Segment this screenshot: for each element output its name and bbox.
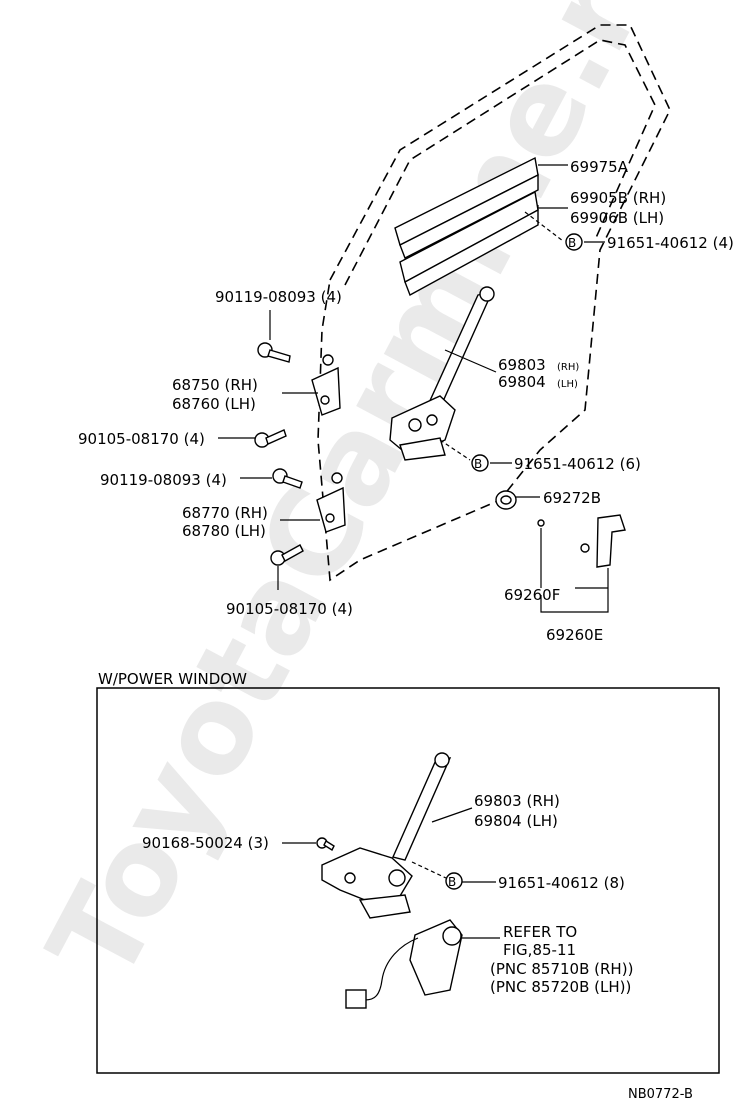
label-91651-top: 91651-40612 (4) [607, 234, 734, 252]
power-window-motor [345, 919, 463, 1009]
marker-b-mid: B [471, 454, 489, 472]
label-68760: 68760 (LH) [172, 395, 256, 413]
pw-label-69803: 69803 (RH) [474, 792, 560, 810]
svg-text:B: B [568, 236, 576, 250]
label-69905b: 69905B (RH) [570, 189, 666, 207]
label-69906b: 69906B (LH) [570, 209, 664, 227]
label-69803-rh: (RH) [557, 362, 579, 373]
leader-lines [218, 164, 609, 613]
power-window-marker-b: B [445, 872, 463, 890]
pw-refer-line1: REFER TO [503, 923, 577, 941]
svg-text:B: B [474, 457, 482, 471]
power-window-leaders [282, 807, 500, 939]
bolt-bottom [270, 544, 304, 566]
label-68770: 68770 (RH) [182, 504, 268, 522]
lower-hinge [316, 472, 346, 533]
label-90119-top: 90119-08093 (4) [215, 288, 342, 306]
bolt-mid [254, 429, 287, 448]
label-68750: 68750 (RH) [172, 376, 258, 394]
upper-hinge [311, 354, 341, 416]
pw-label-91651: 91651-40612 (8) [498, 874, 625, 892]
label-90105-low: 90105-08170 (4) [226, 600, 353, 618]
handle-washer [495, 490, 517, 510]
window-handle [580, 514, 626, 568]
label-69803: 69803 [498, 356, 546, 374]
bolt-upper [257, 342, 291, 363]
label-68780: 68780 (LH) [182, 522, 266, 540]
label-69975a: 69975A [570, 158, 629, 176]
label-69260f: 69260F [504, 586, 560, 604]
pw-pnc-line1: (PNC 85710B (RH)) [490, 960, 633, 978]
power-window-bolt [316, 837, 335, 852]
pw-pnc-line2: (PNC 85720B (LH)) [490, 978, 631, 996]
power-window-regulator [321, 752, 452, 919]
label-91651-mid: 91651-40612 (6) [514, 455, 641, 473]
pw-refer-line2: FIG,85-11 [503, 941, 576, 959]
pw-label-90168: 90168-50024 (3) [142, 834, 269, 852]
label-69804: 69804 [498, 373, 546, 391]
pw-label-69804: 69804 (LH) [474, 812, 558, 830]
power-window-frame [96, 687, 720, 1074]
svg-text:B: B [448, 875, 456, 889]
handle-clip [537, 519, 545, 527]
window-regulator [389, 286, 495, 461]
label-69260e: 69260E [546, 626, 603, 644]
label-69804-lh: (LH) [557, 379, 578, 390]
bolt-lower [272, 468, 303, 489]
label-90119-low: 90119-08093 (4) [100, 471, 227, 489]
door-outline [317, 24, 671, 582]
label-69272b: 69272B [543, 489, 601, 507]
label-90105-mid: 90105-08170 (4) [78, 430, 205, 448]
marker-b-top: B [565, 233, 583, 251]
glass-run-channel [394, 156, 539, 296]
power-window-title: W/POWER WINDOW [98, 670, 247, 688]
figure-id: NB0772-B [628, 1087, 693, 1102]
